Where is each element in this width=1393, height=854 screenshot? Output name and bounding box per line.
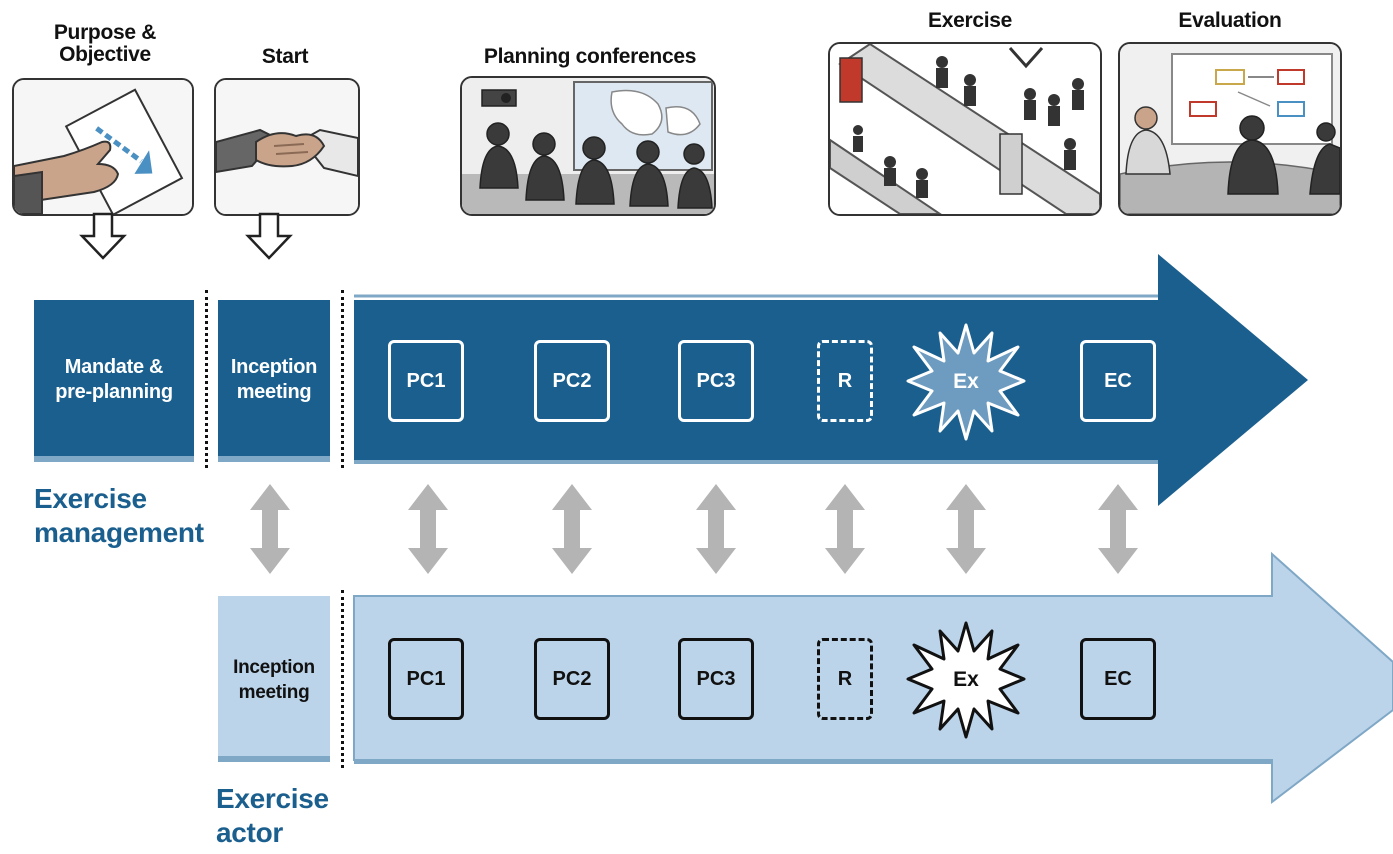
actor-milestone-pc1: PC1 bbox=[388, 638, 464, 720]
bidirectional-arrow-icon bbox=[408, 484, 448, 574]
actor-inception-label: Inception meeting bbox=[233, 657, 315, 703]
handshake-icon bbox=[214, 78, 360, 216]
actor-timeline-arrow bbox=[218, 551, 1393, 805]
management-ex-label: Ex bbox=[953, 370, 979, 393]
management-milestone-pc3: PC3 bbox=[678, 340, 754, 422]
header-planning-conferences: Planning conferences bbox=[483, 45, 697, 68]
management-lane-label: Exercise management bbox=[34, 483, 204, 548]
management-milestone-ex: Ex bbox=[906, 323, 1026, 441]
management-milestone-pc1: PC1 bbox=[388, 340, 464, 422]
down-arrow-icon bbox=[79, 212, 127, 260]
phase-divider bbox=[341, 590, 344, 768]
evaluation-meeting-icon bbox=[1118, 42, 1342, 216]
phase-divider bbox=[205, 290, 208, 468]
management-milestone-pc2: PC2 bbox=[534, 340, 610, 422]
header-exercise: Exercise bbox=[927, 9, 1012, 32]
hand-document-icon bbox=[12, 78, 194, 216]
actor-milestone-ex: Ex bbox=[906, 621, 1026, 739]
management-milestone-r: R bbox=[817, 340, 873, 422]
actor-milestone-pc3: PC3 bbox=[678, 638, 754, 720]
actor-milestone-r: R bbox=[817, 638, 873, 720]
conference-room-icon bbox=[460, 76, 716, 216]
management-timeline-arrow bbox=[34, 254, 1308, 506]
header-evaluation: Evaluation bbox=[1178, 9, 1282, 32]
bidirectional-arrow-icon bbox=[696, 484, 736, 574]
phase-divider bbox=[341, 290, 344, 468]
actor-ex-label: Ex bbox=[953, 668, 979, 691]
bidirectional-arrow-icon bbox=[552, 484, 592, 574]
star-burst-shape bbox=[906, 621, 1026, 739]
management-inception-label: Inception meeting bbox=[230, 356, 318, 403]
management-milestone-ec: EC bbox=[1080, 340, 1156, 422]
star-burst-shape bbox=[906, 323, 1026, 441]
bidirectional-arrow-icon bbox=[825, 484, 865, 574]
mandate-preplanning-label: Mandate & pre-planning bbox=[55, 356, 173, 403]
actor-milestone-ec: EC bbox=[1080, 638, 1156, 720]
bidirectional-arrow-icon bbox=[946, 484, 986, 574]
actor-milestone-pc2: PC2 bbox=[534, 638, 610, 720]
actor-lane-label: Exercise actor bbox=[216, 783, 329, 848]
bidirectional-arrow-icon bbox=[250, 484, 290, 574]
bidirectional-arrow-icon bbox=[1098, 484, 1138, 574]
header-purpose-objective: Purpose & Objective bbox=[53, 21, 157, 66]
down-arrow-icon bbox=[245, 212, 293, 260]
exercise-floorplan-icon bbox=[828, 42, 1102, 216]
header-start: Start bbox=[261, 45, 309, 68]
